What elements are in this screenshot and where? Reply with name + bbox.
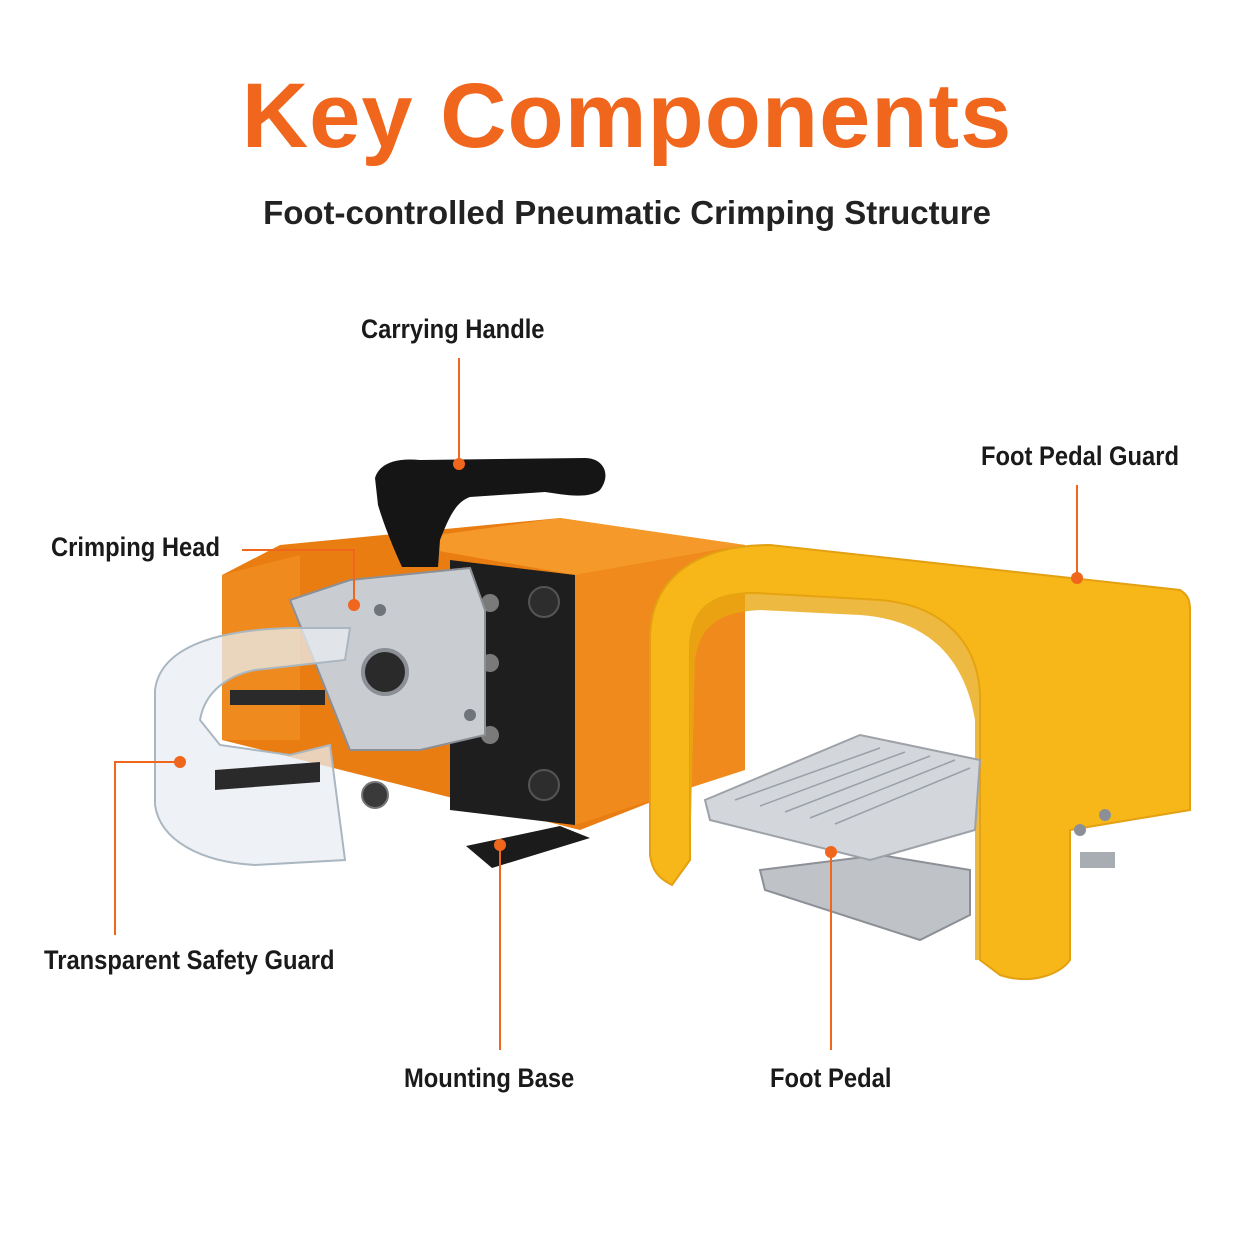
- crimping-head-label: Crimping Head: [51, 532, 220, 562]
- page-title: Key Components: [241, 65, 1013, 167]
- foot-pedal-unit: [649, 543, 1191, 981]
- leader-lines: [114, 358, 1078, 1050]
- carrying-handle-label: Carrying Handle: [361, 314, 545, 344]
- crimping-machine: [154, 458, 745, 868]
- foot-pedal-label: Foot Pedal: [770, 1063, 892, 1093]
- foot-pedal-guard-label: Foot Pedal Guard: [981, 441, 1180, 471]
- page-subtitle: Foot-controlled Pneumatic Crimping Struc…: [263, 194, 991, 231]
- leader-dots: [174, 458, 1083, 858]
- pedal-ridges: [734, 747, 971, 825]
- mounting-base-label: Mounting Base: [404, 1063, 575, 1093]
- mounting-base-shape: [466, 826, 590, 868]
- transparent-safety-guard-label: Transparent Safety Guard: [44, 945, 335, 975]
